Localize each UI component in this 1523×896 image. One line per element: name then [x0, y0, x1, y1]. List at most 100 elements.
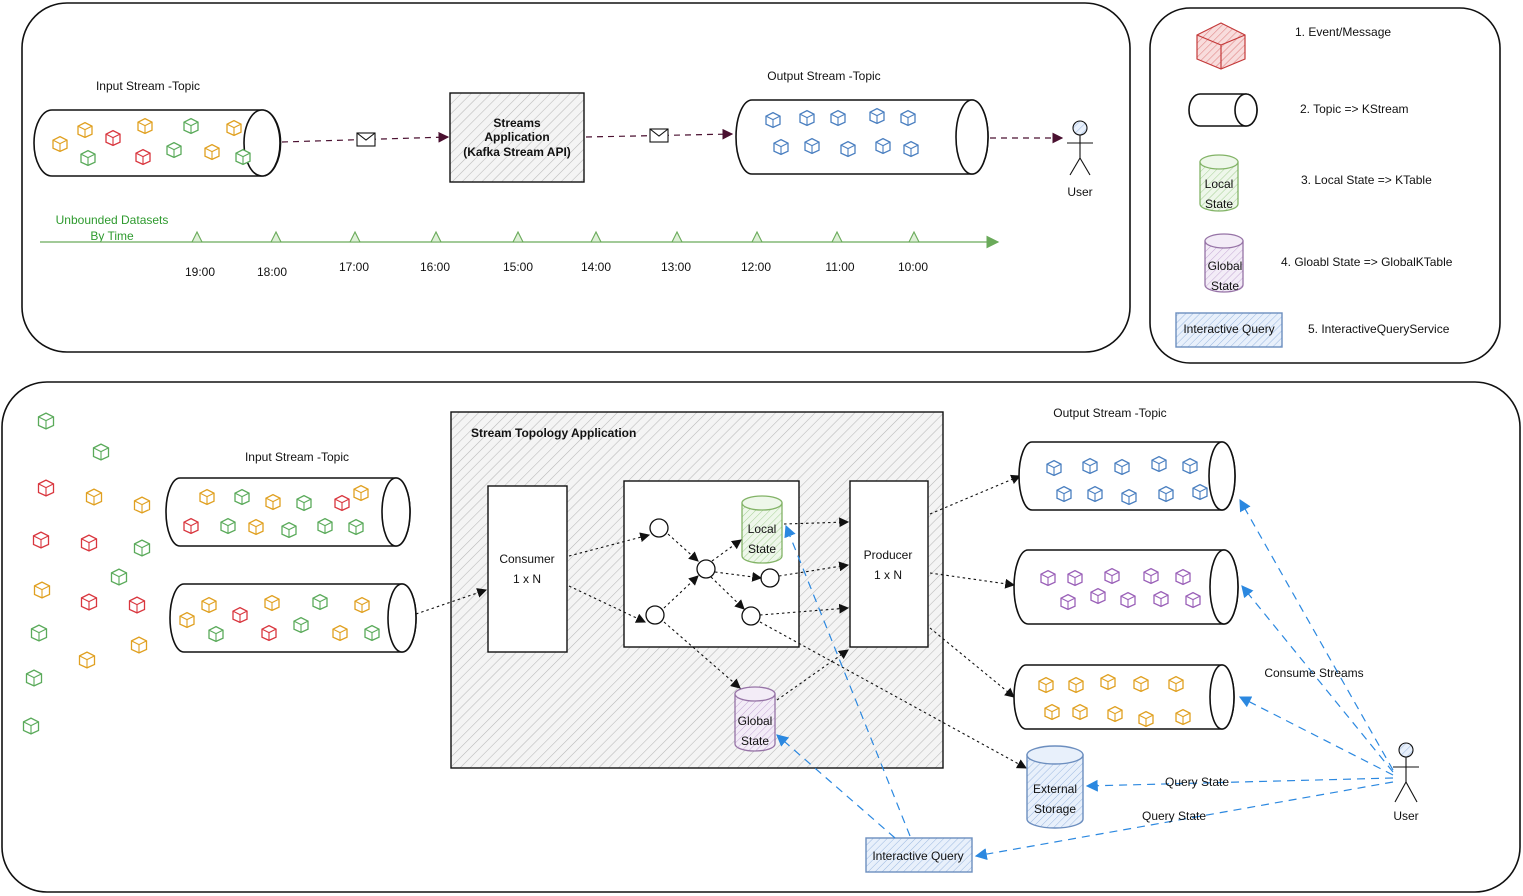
bottom-output-events [1038, 455, 1208, 728]
event-cube [1121, 488, 1137, 506]
event-cube [137, 117, 153, 135]
event-cube [232, 606, 248, 624]
bottom-output-topic-label: Output Stream -Topic [1053, 406, 1166, 420]
legend-item4: 4. Gloabl State => GlobalKTable [1281, 255, 1453, 269]
event-cube [869, 107, 885, 125]
event-cube [354, 596, 370, 614]
consumer-line1: Consumer [499, 552, 554, 566]
time-marker [512, 230, 524, 243]
consumer-box [487, 485, 568, 653]
legend-item2: 2. Topic => KStream [1300, 102, 1409, 116]
global-state-line1: Global [738, 714, 773, 728]
event-cube [166, 141, 182, 159]
global-state-line2: State [741, 734, 769, 748]
bottom-input-events [179, 484, 380, 643]
topic-pipe-icon [1188, 93, 1258, 127]
time-marker [751, 230, 763, 243]
event-cube [875, 137, 891, 155]
event-cube [773, 138, 789, 156]
event-cube [1158, 485, 1174, 503]
event-cube [220, 517, 236, 535]
legend-item3: 3. Local State => KTable [1301, 173, 1432, 187]
event-cube [1175, 708, 1191, 726]
processor-node [696, 559, 716, 579]
event-cube [78, 651, 96, 669]
bottom-output-pipe-3 [1013, 664, 1235, 730]
legend-iq-label: Interactive Query [1183, 322, 1274, 336]
legend-local-line1: Local [1205, 177, 1234, 191]
event-cube [22, 717, 40, 735]
event-cube [1090, 587, 1106, 605]
event-cube [1044, 703, 1060, 721]
query-state-label-2: Query State [1142, 809, 1206, 823]
time-label: 14:00 [581, 260, 611, 274]
event-cube [33, 581, 51, 599]
global-state-cylinder [734, 686, 776, 752]
event-cube [1038, 676, 1054, 694]
event-cube [80, 534, 98, 552]
time-marker [191, 230, 203, 243]
event-cube [1143, 567, 1159, 585]
unbounded-label-line1: Unbounded Datasets [56, 213, 169, 227]
external-storage-line2: Storage [1034, 802, 1076, 816]
bottom-output-pipe-1 [1018, 441, 1236, 511]
processor-node [649, 518, 669, 538]
event-cube [1046, 459, 1062, 477]
event-cube [1056, 485, 1072, 503]
event-cube [799, 109, 815, 127]
producer-box [849, 480, 929, 648]
time-label: 13:00 [661, 260, 691, 274]
streams-app-line3: (Kafka Stream API) [463, 145, 571, 159]
event-cube [1120, 591, 1136, 609]
event-cube [226, 119, 242, 137]
event-cube [1133, 675, 1149, 693]
event-cube [1107, 705, 1123, 723]
event-cube [80, 149, 96, 167]
external-storage-line1: External [1033, 782, 1077, 796]
event-cube [204, 143, 220, 161]
streams-app-line2: Application [484, 130, 549, 144]
user-icon [1393, 742, 1419, 803]
event-cube [179, 611, 195, 629]
event-cube [248, 518, 264, 536]
event-cube [1082, 457, 1098, 475]
event-cube [1104, 567, 1120, 585]
event-cube [1060, 593, 1076, 611]
event-cube [1138, 710, 1154, 728]
top-input-events [52, 117, 251, 167]
event-cube [25, 669, 43, 687]
legend-interactive-query-box [1175, 312, 1283, 348]
global-state-icon [1204, 233, 1244, 293]
consume-streams-label: Consume Streams [1264, 666, 1363, 680]
event-cube [110, 568, 128, 586]
event-cube [77, 121, 93, 139]
event-cube [264, 594, 280, 612]
event-cube [105, 129, 121, 147]
time-marker [349, 230, 361, 243]
bottom-output-pipe-2 [1013, 549, 1239, 625]
streams-application-box [449, 92, 585, 183]
event-cube [199, 488, 215, 506]
consumer-line2: 1 x N [513, 572, 541, 586]
time-label: 16:00 [420, 260, 450, 274]
event-cube [804, 137, 820, 155]
event-cube [32, 531, 50, 549]
event-cube [130, 636, 148, 654]
event-cube [1072, 703, 1088, 721]
event-cube [80, 593, 98, 611]
time-marker [270, 230, 282, 243]
arrow-input-to-app [281, 131, 450, 143]
event-cube [30, 624, 48, 642]
event-cube [1087, 485, 1103, 503]
bottom-input-topic-label: Input Stream -Topic [245, 450, 349, 464]
time-marker [908, 230, 920, 243]
event-cube [1182, 457, 1198, 475]
top-input-topic-label: Input Stream -Topic [96, 79, 200, 93]
processor-node [645, 605, 665, 625]
time-label: 10:00 [898, 260, 928, 274]
event-cube [201, 596, 217, 614]
arrow-app-to-output [585, 128, 734, 140]
event-cube [1040, 569, 1056, 587]
